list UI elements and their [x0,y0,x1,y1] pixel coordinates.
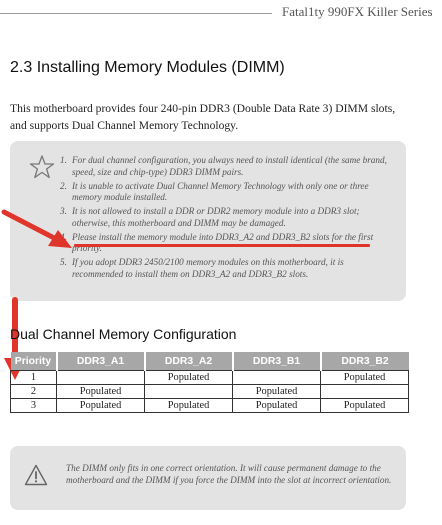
table-cell [232,370,321,385]
column-header-ddr3-b2: DDR3_B2 [319,352,409,371]
note-text: If you adopt DDR3 2450/2100 memory modul… [72,257,344,279]
table-cell: Populated [56,398,145,413]
table-cell [144,384,233,399]
table-title: Dual Channel Memory Configuration [10,326,237,342]
memory-config-table: Priority DDR3_A1 DDR3_A2 DDR3_B1 DDR3_B2… [10,352,409,413]
table-cell: Populated [144,370,233,385]
note-number: 2. [60,180,67,191]
note-number: 5. [60,257,67,268]
note-text: For dual channel configuration, you alwa… [72,155,387,177]
table-cell: Populated [144,398,233,413]
note-number: 1. [60,155,67,165]
table-row: 3 Populated Populated Populated Populate… [10,398,409,413]
warning-icon [24,464,48,486]
note-text: It is not allowed to install a DDR or DD… [72,206,360,228]
table-cell: Populated [320,370,409,385]
table-row: 1 Populated Populated [10,370,409,385]
note-item: 4. Please install the memory module into … [60,232,394,255]
intro-paragraph: This motherboard provides four 240-pin D… [10,100,410,134]
table-cell: 1 [10,370,57,385]
note-list: 1. For dual channel configuration, you al… [60,155,394,283]
note-text: It is unable to activate Dual Channel Me… [72,180,369,203]
table-cell: 3 [10,398,57,413]
note-item: 1. For dual channel configuration, you al… [60,155,394,178]
table-cell: Populated [232,384,321,399]
section-title: 2.3 Installing Memory Modules (DIMM) [10,59,285,76]
intro-line-1: This motherboard provides four 240-pin D… [10,102,396,115]
note-text: Please install the memory module into DD… [72,231,374,254]
column-header-ddr3-a2: DDR3_A2 [143,352,233,371]
note-item: 2. It is unable to activate Dual Channel … [60,181,394,204]
header-title: Fatal1ty 990FX Killer Series [282,4,433,19]
table-header-row: Priority DDR3_A1 DDR3_A2 DDR3_B1 DDR3_B2 [10,352,409,371]
header-rule [0,13,272,14]
note-box: 1. For dual channel configuration, you al… [10,141,406,301]
table-cell [56,370,145,385]
note-number: 3. [60,206,67,217]
column-header-priority: Priority [10,352,57,371]
table-cell: Populated [232,398,321,413]
note-item: 3. It is not allowed to install a DDR or … [60,206,394,229]
note-item: 5. If you adopt DDR3 2450/2100 memory mod… [60,257,394,280]
caution-box: The DIMM only fits in one correct orient… [10,446,406,510]
table-cell: Populated [320,398,409,413]
table-row: 2 Populated Populated [10,384,409,399]
table-cell: Populated [56,384,145,399]
column-header-ddr3-a1: DDR3_A1 [55,352,145,371]
intro-line-2: and supports Dual Channel Memory Technol… [10,119,239,132]
column-header-ddr3-b1: DDR3_B1 [231,352,321,371]
caution-text: The DIMM only fits in one correct orient… [66,463,392,485]
highlight-underline [74,244,370,247]
note-number: 4. [60,231,67,242]
table-cell [320,384,409,399]
annotation-arrow-right-icon [1,209,72,248]
table-cell: 2 [10,384,57,399]
star-icon [29,155,55,179]
